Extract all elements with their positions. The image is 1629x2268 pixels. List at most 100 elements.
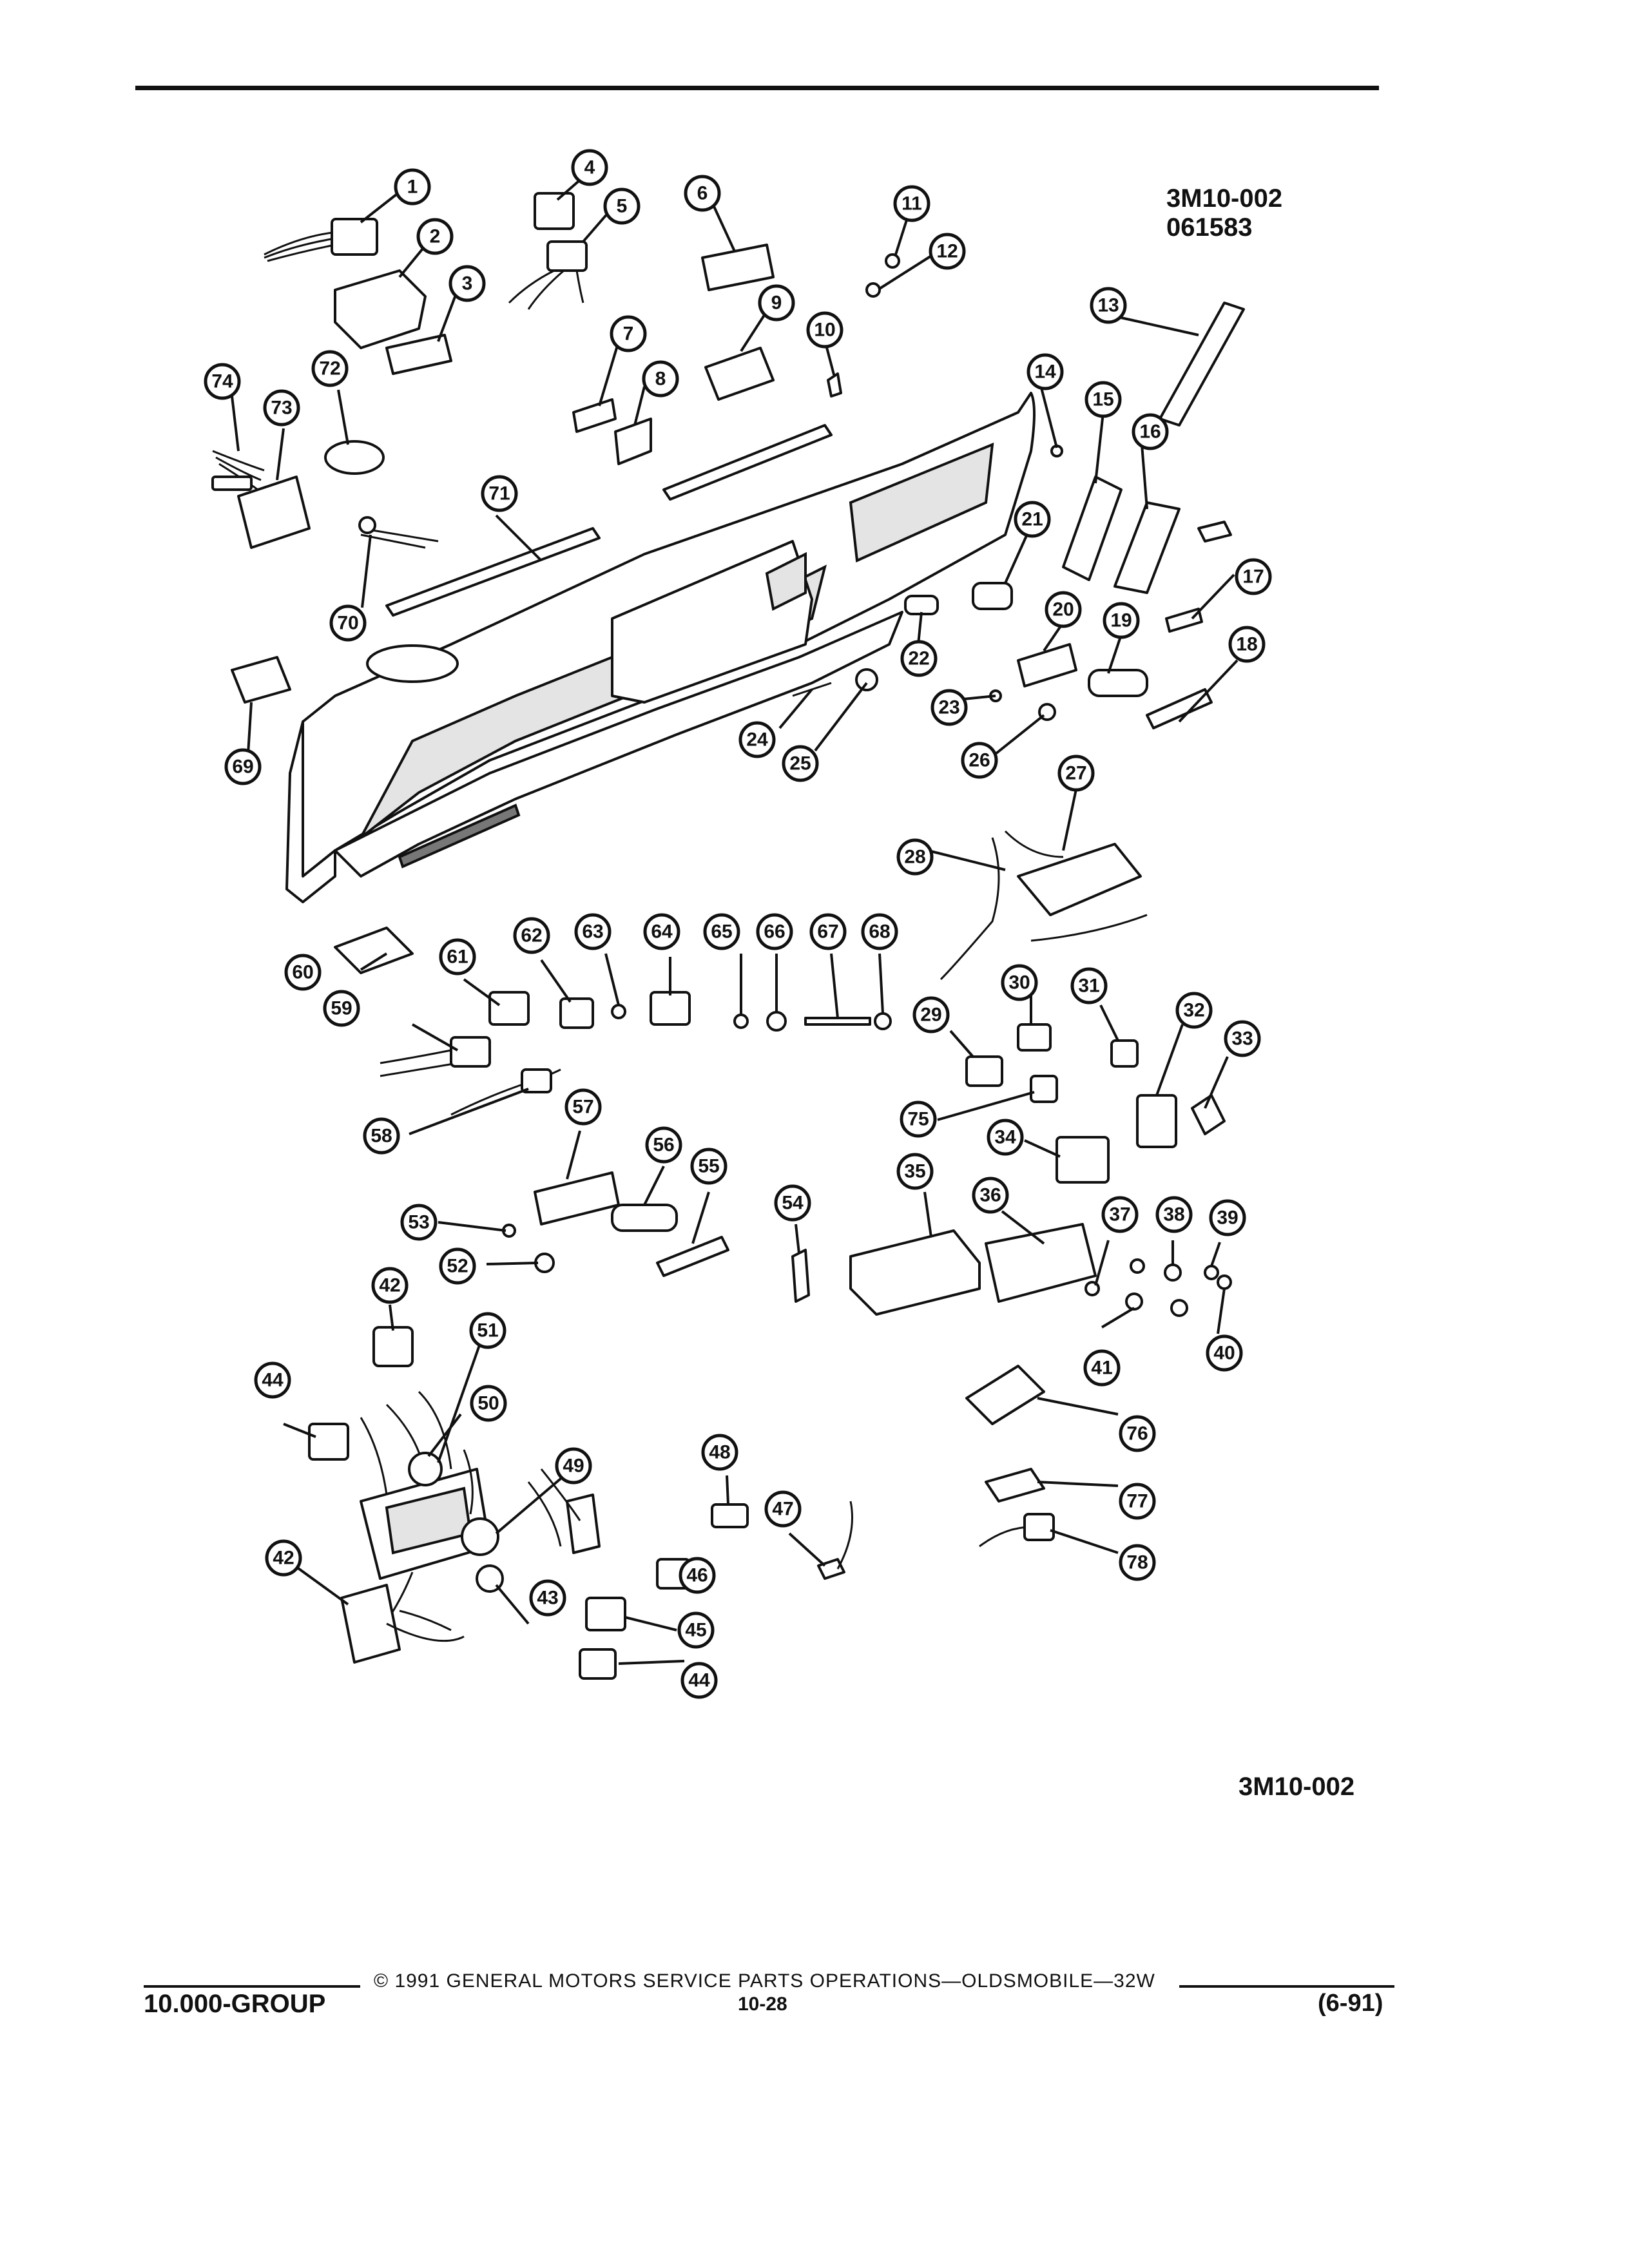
callout-2: 2 — [416, 218, 454, 255]
callout-69: 69 — [224, 748, 262, 785]
callout-16: 16 — [1132, 413, 1169, 450]
callout-label: 61 — [447, 947, 468, 968]
callout-label: 62 — [521, 925, 542, 947]
callout-42: 42 — [265, 1539, 302, 1577]
footer-copyright: © 1991 GENERAL MOTORS SERVICE PARTS OPER… — [374, 1970, 1155, 1992]
callout-label: 15 — [1092, 389, 1113, 410]
callout-label: 9 — [771, 293, 782, 314]
callout-75: 75 — [900, 1100, 937, 1138]
callout-48: 48 — [701, 1434, 738, 1471]
callout-label: 13 — [1097, 295, 1119, 316]
footer-revision: (6-91) — [1318, 1990, 1383, 2017]
callout-57: 57 — [564, 1088, 602, 1126]
callout-44: 44 — [254, 1361, 291, 1399]
callout-label: 36 — [979, 1185, 1001, 1206]
callout-46: 46 — [679, 1557, 716, 1594]
callout-78: 78 — [1119, 1544, 1156, 1581]
callout-label: 27 — [1065, 763, 1086, 784]
callout-8: 8 — [642, 360, 679, 398]
callout-label: 5 — [617, 196, 628, 217]
callout-label: 14 — [1034, 361, 1056, 383]
callout-label: 19 — [1110, 610, 1132, 631]
callout-label: 2 — [430, 226, 441, 247]
callout-12: 12 — [929, 233, 966, 270]
callout-label: 21 — [1021, 509, 1043, 530]
callout-71: 71 — [481, 475, 518, 512]
callout-41: 41 — [1083, 1349, 1121, 1387]
callout-label: 63 — [582, 921, 603, 943]
callout-36: 36 — [972, 1177, 1009, 1214]
callout-label: 54 — [782, 1193, 804, 1214]
callout-77: 77 — [1119, 1483, 1156, 1520]
callout-30: 30 — [1001, 964, 1038, 1001]
callout-label: 3 — [462, 273, 473, 294]
callout-label: 32 — [1183, 1000, 1204, 1021]
callout-label: 76 — [1126, 1423, 1148, 1445]
instrument-panel-71 — [285, 392, 1036, 903]
callout-56: 56 — [645, 1126, 682, 1164]
callout-18: 18 — [1228, 626, 1266, 663]
callout-35: 35 — [896, 1153, 934, 1190]
callout-label: 49 — [563, 1456, 584, 1477]
leader-lines — [231, 176, 1239, 1665]
callout-label: 67 — [817, 921, 838, 943]
callout-54: 54 — [774, 1184, 811, 1222]
callout-label: 45 — [685, 1620, 706, 1641]
callout-label: 77 — [1126, 1491, 1148, 1512]
callout-label: 22 — [908, 648, 929, 669]
callout-label: 72 — [319, 358, 340, 380]
callout-label: 28 — [904, 847, 925, 868]
callout-32: 32 — [1175, 992, 1213, 1029]
callout-66: 66 — [756, 913, 793, 950]
drawing-date: 061583 — [1166, 213, 1253, 242]
callout-label: 64 — [651, 921, 673, 943]
callout-label: 42 — [379, 1275, 400, 1296]
callout-64: 64 — [643, 913, 680, 950]
callout-label: 46 — [686, 1565, 708, 1586]
callout-label: 75 — [907, 1109, 929, 1130]
callout-59: 59 — [323, 990, 360, 1027]
callout-39: 39 — [1209, 1199, 1246, 1236]
callout-label: 50 — [477, 1393, 499, 1414]
footer-group: 10.000-GROUP — [144, 1990, 326, 2018]
callout-49: 49 — [555, 1447, 592, 1485]
callout-50: 50 — [470, 1385, 507, 1422]
callout-label: 68 — [869, 921, 890, 943]
callout-label: 33 — [1231, 1028, 1253, 1050]
callout-33: 33 — [1224, 1020, 1261, 1057]
callout-58: 58 — [363, 1117, 400, 1155]
callout-28: 28 — [896, 838, 934, 876]
callout-23: 23 — [930, 689, 968, 726]
callout-label: 41 — [1091, 1358, 1112, 1379]
callout-74: 74 — [204, 363, 241, 400]
callout-5: 5 — [603, 187, 641, 225]
callout-label: 35 — [904, 1161, 925, 1182]
callout-29: 29 — [912, 996, 950, 1033]
callout-20: 20 — [1045, 591, 1082, 628]
callout-22: 22 — [900, 640, 938, 677]
callout-label: 53 — [408, 1212, 429, 1233]
callout-10: 10 — [806, 311, 843, 349]
callout-label: 78 — [1126, 1552, 1148, 1573]
callout-43: 43 — [529, 1579, 566, 1617]
callout-53: 53 — [400, 1204, 438, 1241]
callout-42: 42 — [371, 1267, 409, 1304]
callout-label: 74 — [211, 371, 233, 392]
callout-37: 37 — [1101, 1196, 1139, 1233]
callout-label: 1 — [407, 177, 418, 198]
callout-label: 66 — [764, 921, 785, 943]
callout-72: 72 — [311, 350, 349, 387]
callout-61: 61 — [439, 938, 476, 975]
callout-27: 27 — [1057, 754, 1095, 792]
callout-label: 20 — [1052, 599, 1074, 620]
callout-3: 3 — [448, 265, 486, 302]
callout-25: 25 — [782, 745, 819, 782]
callout-label: 17 — [1242, 566, 1264, 588]
callout-55: 55 — [690, 1148, 728, 1185]
callout-14: 14 — [1027, 353, 1064, 390]
callout-38: 38 — [1155, 1196, 1193, 1233]
callout-11: 11 — [893, 185, 930, 222]
callout-7: 7 — [610, 315, 647, 352]
callout-label: 48 — [709, 1442, 730, 1463]
callout-label: 38 — [1163, 1204, 1184, 1225]
